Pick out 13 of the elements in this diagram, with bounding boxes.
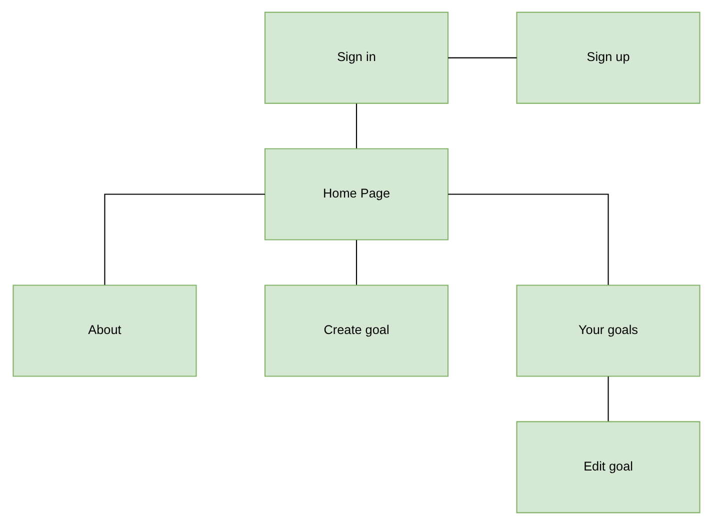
connector	[355, 104, 357, 148]
connector	[104, 194, 264, 285]
node-box: Home Page	[264, 148, 448, 240]
connector	[607, 376, 608, 422]
node-box: Create goal	[264, 284, 448, 377]
node-box: Sign in	[264, 12, 448, 104]
node-box: Your goals	[516, 284, 700, 377]
node-box: About	[12, 284, 196, 377]
connector	[355, 240, 357, 285]
node-box: Edit goal	[516, 421, 700, 514]
connector	[448, 57, 516, 58]
connector	[448, 194, 608, 285]
node-box: Sign up	[516, 12, 700, 104]
